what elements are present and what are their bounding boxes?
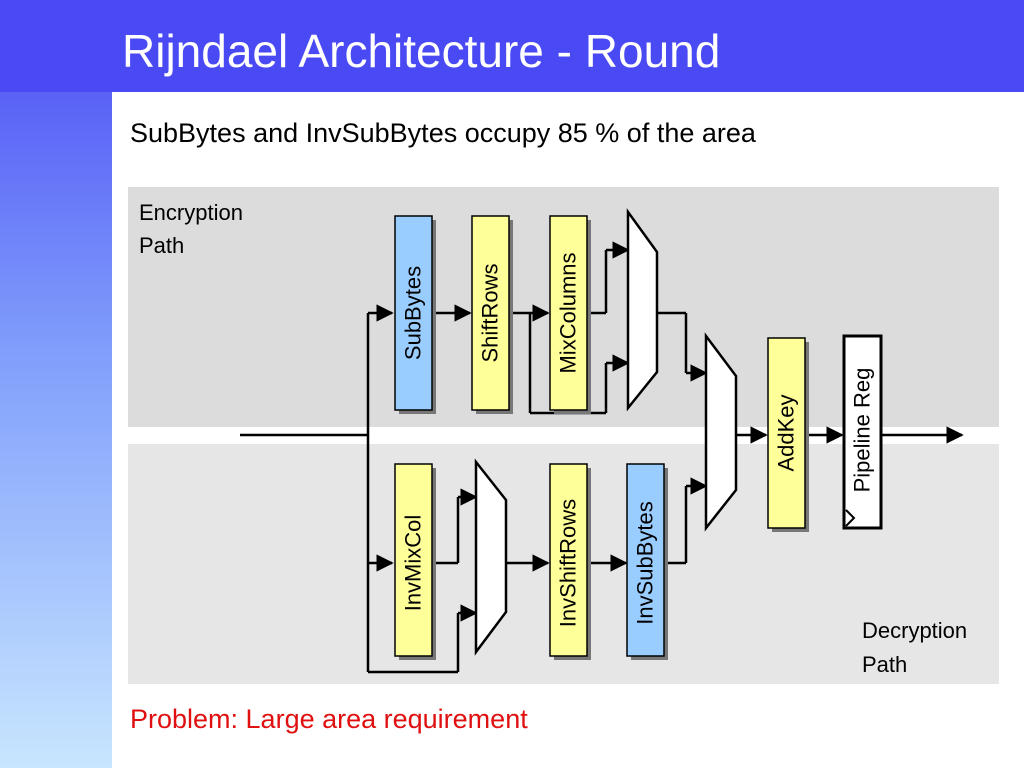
problem-statement: Problem: Large area requirement [130, 704, 528, 734]
encryption-mux [626, 208, 659, 412]
output-mux [704, 332, 738, 532]
encryption-label-line2: Path [139, 233, 184, 258]
mixcolumns-label: MixColumns [556, 252, 581, 373]
slide-subtitle: SubBytes and InvSubBytes occupy 85 % of … [130, 118, 756, 148]
title-band [0, 0, 1024, 92]
clock-icon [845, 509, 856, 527]
decryption-label-line1: Decryption [862, 618, 967, 643]
invmixcol-label: InvMixCol [401, 515, 426, 612]
addkey-block [767, 337, 806, 529]
shiftrows-block [471, 215, 510, 411]
subbytes-label: SubBytes [401, 266, 426, 360]
invshiftrows-label: InvShiftRows [556, 499, 581, 627]
invsubbytes-label: InvSubBytes [633, 501, 658, 625]
shiftrows-label: ShiftRows [478, 263, 503, 362]
addkey-label: AddKey [774, 394, 799, 471]
decryption-mux [474, 458, 508, 656]
slide-title: Rijndael Architecture - Round [122, 25, 721, 77]
pipeline-reg-label: Pipeline Reg [850, 368, 875, 493]
left-gradient-bar [0, 0, 112, 768]
wires [240, 241, 964, 674]
invshiftrows-block [549, 463, 588, 657]
invmixcol-block [394, 463, 433, 657]
encryption-label-line1: Encryption [139, 200, 243, 225]
invsubbytes-block [626, 463, 665, 657]
pipeline-reg-block [842, 334, 883, 530]
subbytes-block [394, 215, 433, 411]
decryption-label-line2: Path [862, 652, 907, 677]
mixcolumns-block [549, 215, 588, 411]
